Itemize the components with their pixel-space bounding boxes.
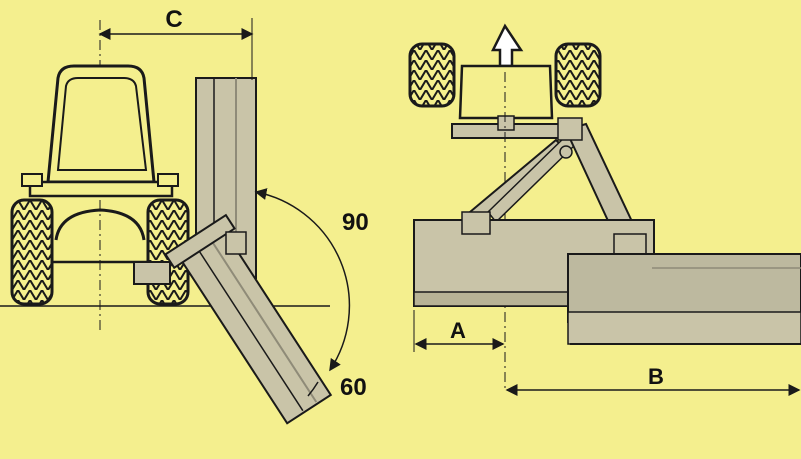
angle-60-label: 60 — [340, 374, 367, 401]
top-left-wheel — [408, 42, 456, 108]
rear-view: C 90 60 — [0, 6, 369, 425]
tractor-cab — [21, 64, 179, 198]
three-point-hitch — [54, 208, 146, 241]
swing-angle-arc — [254, 188, 351, 372]
dimension-c-label: C — [165, 6, 182, 33]
angle-90-label: 90 — [342, 209, 369, 236]
dimension-a-label: A — [450, 318, 466, 343]
mower-extension — [567, 253, 801, 345]
dimension-b-label: B — [648, 364, 664, 389]
offset-arm — [468, 117, 638, 240]
travel-direction-arrow — [490, 23, 524, 68]
left-rear-wheel — [10, 198, 54, 306]
top-right-wheel — [554, 42, 602, 108]
top-view: A B — [408, 23, 801, 396]
